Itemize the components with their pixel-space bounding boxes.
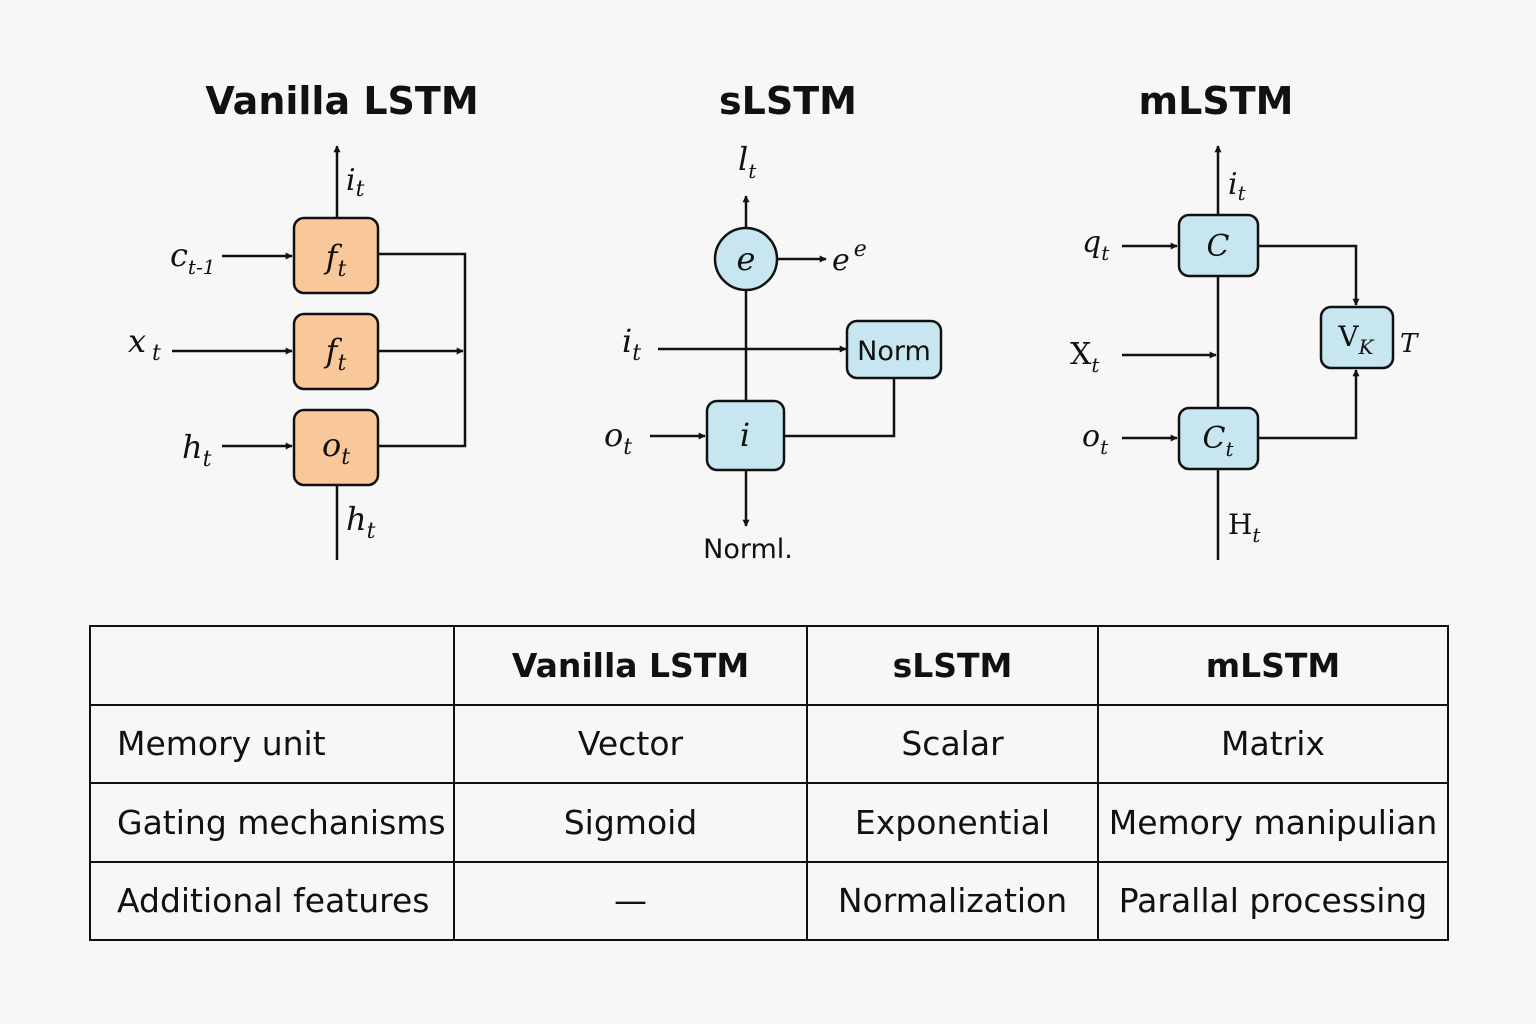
table-header-cell: mLSTM — [1097, 625, 1449, 706]
slstm-title: sLSTM — [719, 79, 857, 123]
table-row: Memory unit Vector Scalar Matrix — [89, 703, 1449, 784]
slstm-e-node-label: e — [737, 240, 756, 278]
table-row-label: Gating mechanisms — [89, 782, 455, 863]
mlstm-ct-vk-connector — [1258, 369, 1360, 440]
vanilla-right-bracket — [378, 252, 467, 448]
mlstm-input-q-label: qt — [1082, 225, 1110, 265]
slstm-e-node — [713, 226, 779, 292]
mlstm-top-output-label: it — [1228, 167, 1247, 205]
mlstm-ct-box-label: Ct — [1202, 421, 1234, 461]
table-header-cell: Vanilla LSTM — [453, 625, 808, 706]
slstm-i-box-label: i — [740, 416, 750, 454]
table-cell: Scalar — [806, 703, 1099, 784]
table-row: Additional features — Normalization Para… — [89, 860, 1449, 941]
vanilla-input-h-label: ht — [182, 428, 212, 472]
table-cell: Matrix — [1097, 703, 1449, 784]
slstm-input-i-label: it — [622, 322, 641, 366]
table-row-label: Memory unit — [89, 703, 455, 784]
vanilla-box-o-label: ot — [322, 426, 350, 470]
slstm-i-norm-connector — [784, 378, 896, 438]
mlstm-vk-box — [1319, 305, 1395, 370]
table-cell: Parallal processing — [1097, 860, 1449, 941]
table-cell: Vector — [453, 703, 808, 784]
table-header-cell — [89, 625, 455, 706]
mlstm-diagram: mLSTM C Ct VK T qt Xt ot it Ht — [1070, 79, 1419, 560]
mlstm-c-box-label: C — [1207, 229, 1230, 264]
mlstm-title: mLSTM — [1139, 79, 1294, 123]
table-header-row: Vanilla LSTM sLSTM mLSTM — [89, 625, 1449, 706]
vanilla-input-c-label: ct-1 — [170, 236, 215, 279]
slstm-norm-label: Norm — [857, 336, 931, 367]
vanilla-top-output-label: it — [346, 163, 365, 202]
mlstm-vk-box-label: VK — [1337, 320, 1374, 359]
vanilla-title: Vanilla LSTM — [205, 79, 478, 123]
vanilla-box-o — [292, 408, 380, 487]
mlstm-t-label: T — [1400, 329, 1419, 359]
table-header-cell: sLSTM — [806, 625, 1099, 706]
table-cell: Exponential — [806, 782, 1099, 863]
table-row: Gating mechanisms Sigmoid Exponential Me… — [89, 782, 1449, 863]
mlstm-c-vk-connector — [1258, 244, 1360, 306]
table-cell: — — [453, 860, 808, 941]
slstm-bottom-output-label: Norml. — [703, 534, 793, 565]
comparison-table: Vanilla LSTM sLSTM mLSTM Memory unit Vec… — [89, 625, 1449, 941]
slstm-input-o-label: ot — [604, 416, 632, 460]
table-row-label: Additional features — [89, 860, 455, 941]
vanilla-box-f-top — [292, 216, 380, 295]
slstm-top-output-label: lt — [738, 140, 757, 183]
table-cell: Sigmoid — [453, 782, 808, 863]
mlstm-bottom-output-label: Ht — [1228, 508, 1261, 547]
table-cell: Memory manipulian — [1097, 782, 1449, 863]
table-cell: Normalization — [806, 860, 1099, 941]
vanilla-bottom-output-label: ht — [346, 500, 376, 544]
mlstm-input-o-label: ot — [1082, 419, 1109, 459]
mlstm-input-x-label: Xt — [1070, 337, 1100, 377]
